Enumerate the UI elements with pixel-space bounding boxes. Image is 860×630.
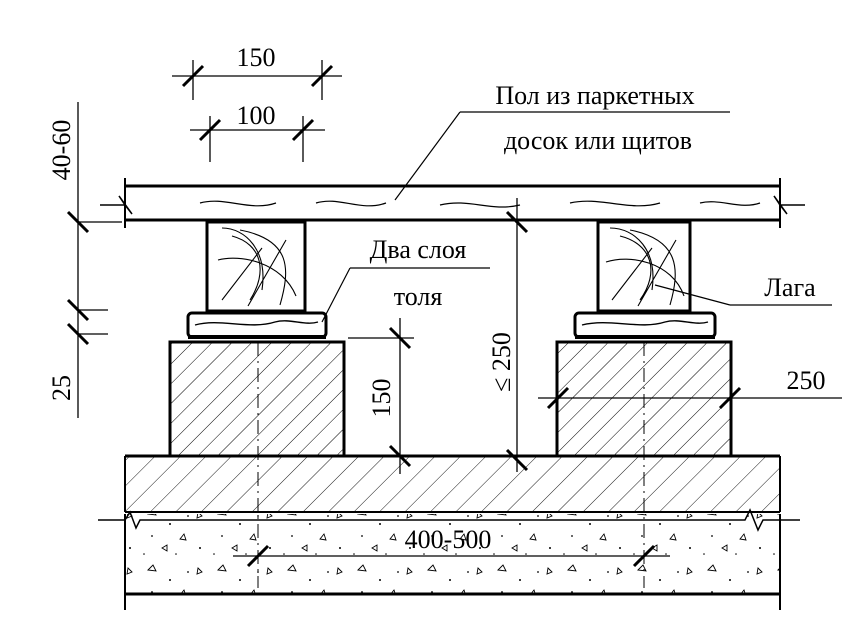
left-post <box>168 340 346 458</box>
roofing-label-line1: Два слоя <box>370 235 467 264</box>
dim-clear-height: ≤ 250 <box>487 332 516 392</box>
floor-label-line1: Пол из паркетных <box>495 81 694 110</box>
floor-label: Пол из паркетных досок или щитов <box>394 81 730 201</box>
dimension-post-width: 250 <box>538 366 842 410</box>
dim-floor-thickness: 40-60 <box>47 120 76 181</box>
concrete-base <box>98 508 800 610</box>
subfloor-slab <box>124 454 781 513</box>
floor-label-line2: досок или щитов <box>504 126 692 155</box>
post-axes <box>257 342 645 588</box>
dim-spacing: 400-500 <box>405 525 492 554</box>
dim-top-inner: 100 <box>237 101 276 130</box>
joist-label-text: Лага <box>764 273 816 302</box>
joist-label: Лага <box>654 273 832 306</box>
dimension-top-150: 150 <box>172 43 342 100</box>
parquet-floor <box>100 178 805 228</box>
dim-post-width: 250 <box>787 366 826 395</box>
dimension-post-height: 150 <box>348 318 414 474</box>
dim-top-outer: 150 <box>237 43 276 72</box>
roofing-label-line2: толя <box>394 282 443 311</box>
left-roofing-pad <box>186 311 328 339</box>
right-joist <box>596 220 692 313</box>
dimension-floor-thickness: 40-60 25 <box>47 102 122 418</box>
dimension-spacing: 400-500 <box>233 525 670 568</box>
right-roofing-pad <box>573 311 717 339</box>
left-joist <box>205 220 307 313</box>
roofing-label: Два слоя толя <box>321 235 490 323</box>
dim-roofing-thickness: 25 <box>47 375 76 401</box>
dimension-top-100: 100 <box>190 101 325 162</box>
dim-post-height: 150 <box>367 379 396 418</box>
dimension-clear-height: ≤ 250 <box>487 198 529 472</box>
